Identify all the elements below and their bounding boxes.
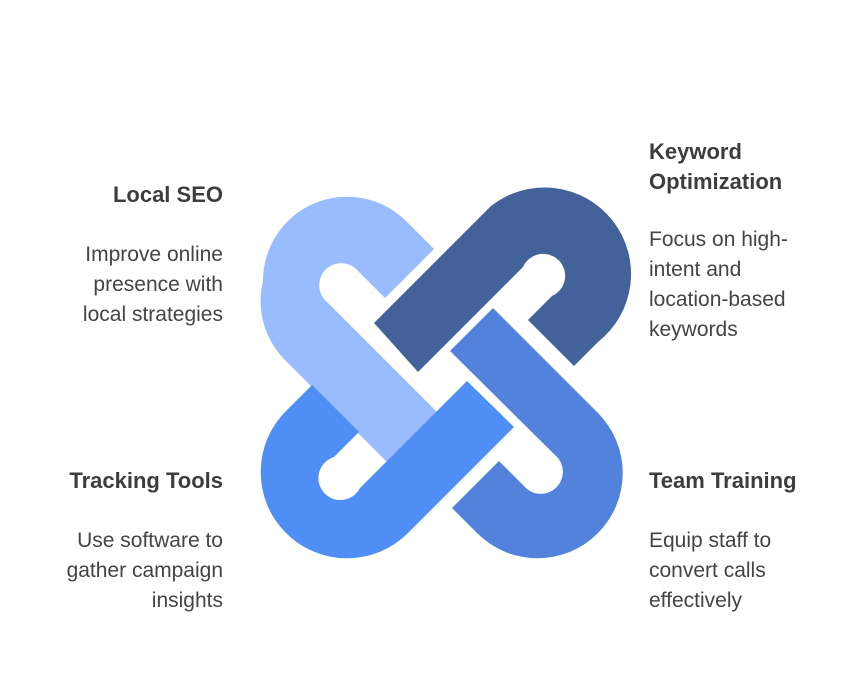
local-seo-description: Improve online presence with local strat… — [20, 240, 223, 330]
keyword-desc-line: Focus on high- — [649, 228, 788, 251]
tracking-desc-line: Use software to — [77, 529, 223, 552]
local-seo-title: Local SEO — [112, 182, 223, 207]
keyword-optimization-link — [374, 187, 632, 372]
tracking-tools-block: Tracking Tools Use software to gather ca… — [20, 466, 223, 616]
local-seo-desc-line: Improve online — [85, 243, 223, 266]
keyword-desc-line: keywords — [649, 318, 738, 341]
training-desc-line: Equip staff to — [649, 529, 772, 552]
local-seo-block: Local SEO Improve online presence with l… — [20, 180, 223, 330]
tracking-tools-title: Tracking Tools — [69, 468, 223, 493]
keyword-desc-line: location-based — [649, 288, 786, 311]
training-desc-line: convert calls — [649, 559, 766, 582]
team-training-link — [450, 308, 623, 559]
tracking-desc-line: gather campaign — [66, 559, 223, 582]
tracking-tools-description: Use software to gather campaign insights — [20, 526, 223, 616]
keyword-title-line: Optimization — [649, 169, 783, 194]
tracking-desc-line: insights — [151, 589, 223, 612]
keyword-title-line: Keyword — [649, 139, 742, 164]
local-seo-link — [260, 196, 468, 493]
local-seo-desc-line: local strategies — [82, 303, 223, 326]
team-training-description: Equip staff to convert calls effectively — [649, 526, 849, 616]
local-seo-desc-line: presence with — [93, 273, 223, 296]
team-training-block: Team Training Equip staff to convert cal… — [649, 466, 849, 616]
tracking-tools-link — [260, 381, 514, 559]
keyword-optimization-block: Keyword Optimization Focus on high- inte… — [649, 137, 839, 345]
keyword-optimization-title: Keyword Optimization — [649, 137, 839, 197]
keyword-desc-line: intent and — [649, 258, 742, 281]
team-training-title: Team Training — [649, 468, 797, 493]
training-desc-line: effectively — [649, 589, 742, 612]
keyword-optimization-description: Focus on high- intent and location-based… — [649, 225, 839, 345]
